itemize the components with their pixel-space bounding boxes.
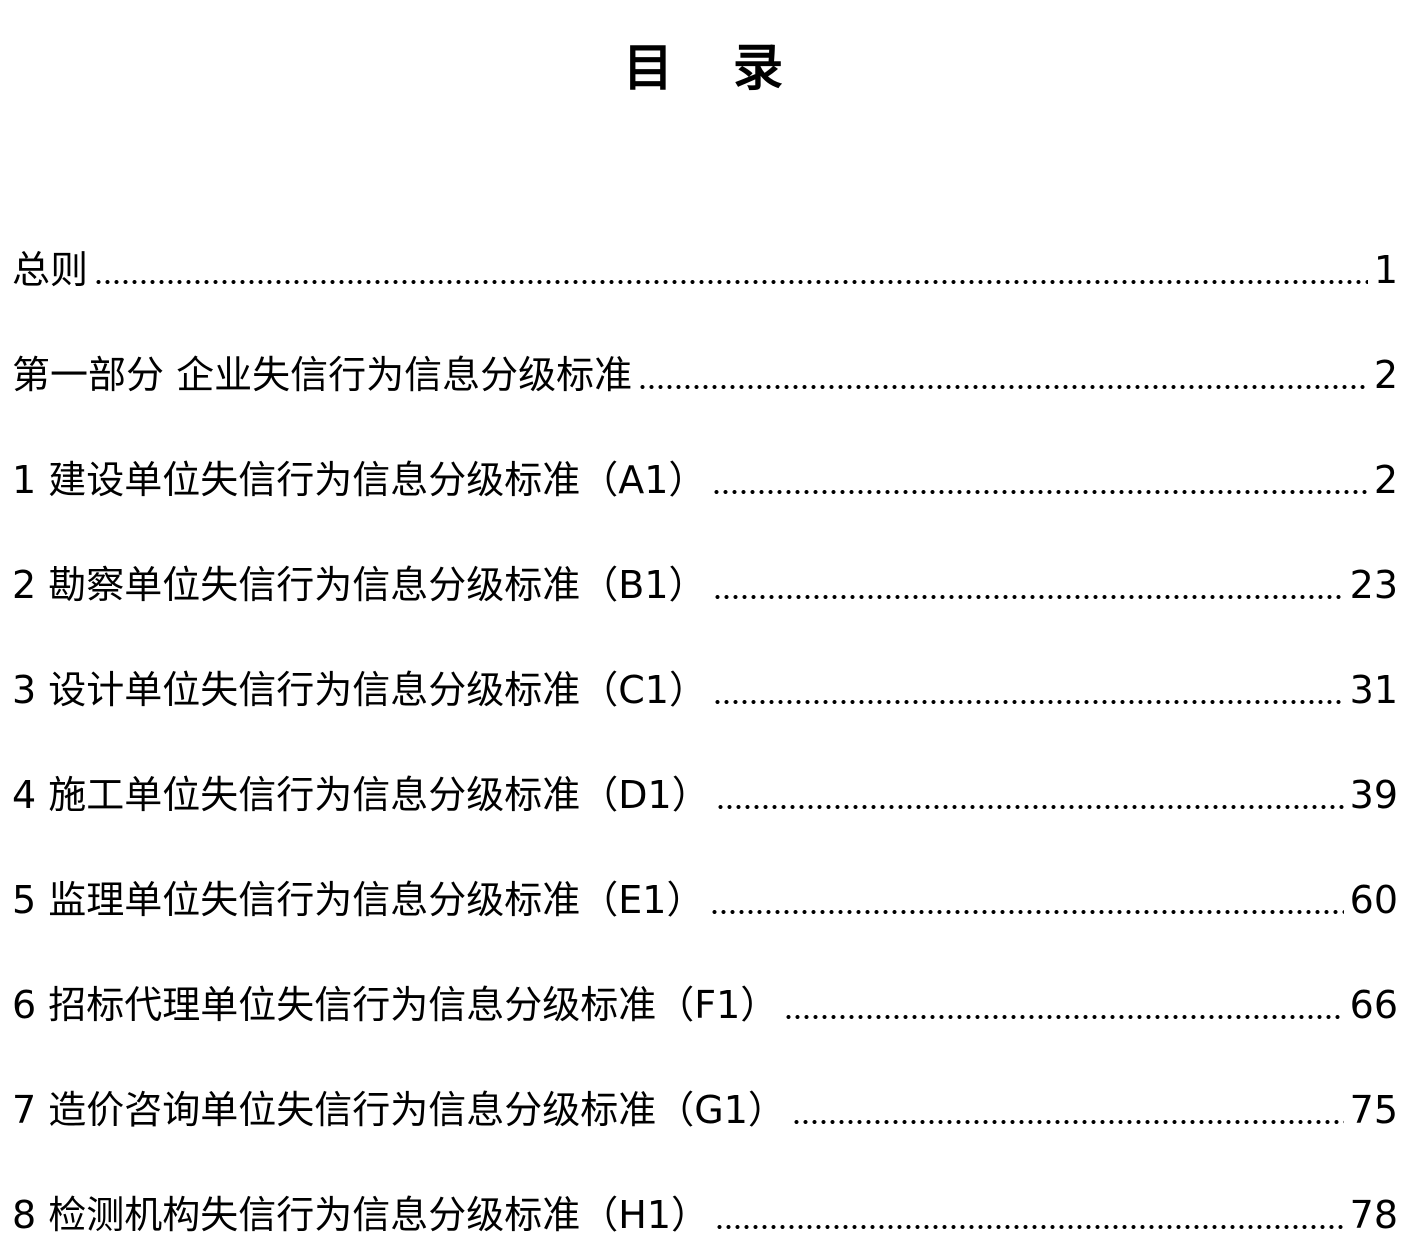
toc-entry-label: 第一部分 企业失信行为信息分级标准 bbox=[12, 353, 633, 397]
toc-entry-page: 2 bbox=[1373, 458, 1398, 502]
toc-entry[interactable]: 6 招标代理单位失信行为信息分级标准（F1） 66 bbox=[12, 926, 1398, 1031]
dot-leader bbox=[712, 698, 1344, 706]
toc-entry-label: 1 建设单位失信行为信息分级标准（A1） bbox=[12, 458, 707, 502]
toc-entry-label: 7 造价咨询单位失信行为信息分级标准（G1） bbox=[12, 1088, 786, 1132]
toc-entry-page: 31 bbox=[1349, 668, 1398, 712]
toc-entry-label: 8 检测机构失信行为信息分级标准（H1） bbox=[12, 1193, 710, 1237]
page-title: 目录 bbox=[0, 28, 1406, 100]
toc-entry[interactable]: 4 施工单位失信行为信息分级标准（D1） 39 bbox=[12, 716, 1398, 821]
toc-entry-page: 1 bbox=[1373, 248, 1398, 292]
toc-entry[interactable]: 第一部分 企业失信行为信息分级标准 2 bbox=[12, 296, 1398, 401]
toc-entry-label: 3 设计单位失信行为信息分级标准（C1） bbox=[12, 668, 707, 712]
toc-entry[interactable]: 2 勘察单位失信行为信息分级标准（B1） 23 bbox=[12, 506, 1398, 611]
toc-entry-page: 60 bbox=[1349, 878, 1398, 922]
toc-entry[interactable]: 8 检测机构失信行为信息分级标准（H1） 78 bbox=[12, 1136, 1398, 1241]
toc-entry-page: 39 bbox=[1349, 773, 1398, 817]
dot-leader bbox=[715, 1223, 1344, 1231]
dot-leader bbox=[791, 1118, 1344, 1126]
dot-leader bbox=[712, 593, 1344, 601]
toc-entry[interactable]: 总则 1 bbox=[12, 244, 1398, 296]
toc-entry[interactable]: 3 设计单位失信行为信息分级标准（C1） 31 bbox=[12, 611, 1398, 716]
toc-entry-page: 78 bbox=[1349, 1193, 1398, 1237]
toc-entry[interactable]: 1 建设单位失信行为信息分级标准（A1） 2 bbox=[12, 401, 1398, 506]
dot-leader bbox=[94, 278, 1368, 286]
title-char: 录 bbox=[733, 38, 783, 97]
dot-leader bbox=[784, 1013, 1344, 1021]
toc-entry-label: 5 监理单位失信行为信息分级标准（E1） bbox=[12, 878, 705, 922]
toc-entry-label: 总则 bbox=[12, 248, 89, 292]
toc-entry-page: 66 bbox=[1349, 983, 1398, 1027]
dot-leader bbox=[712, 488, 1368, 496]
toc-entry-page: 23 bbox=[1349, 563, 1398, 607]
toc-entry-label: 2 勘察单位失信行为信息分级标准（B1） bbox=[12, 563, 707, 607]
title-char: 目 bbox=[623, 38, 673, 97]
dot-leader bbox=[710, 908, 1344, 916]
toc-entry-label: 6 招标代理单位失信行为信息分级标准（F1） bbox=[12, 983, 779, 1027]
toc-entry[interactable]: 7 造价咨询单位失信行为信息分级标准（G1） 75 bbox=[12, 1031, 1398, 1136]
table-of-contents: 总则 1 第一部分 企业失信行为信息分级标准 2 1 建设单位失信行为信息分级标准（… bbox=[12, 244, 1398, 1241]
toc-entry-label: 4 施工单位失信行为信息分级标准（D1） bbox=[12, 773, 710, 817]
toc-entry-page: 2 bbox=[1373, 353, 1398, 397]
toc-entry[interactable]: 5 监理单位失信行为信息分级标准（E1） 60 bbox=[12, 821, 1398, 926]
toc-entry-page: 75 bbox=[1349, 1088, 1398, 1132]
dot-leader bbox=[638, 383, 1368, 391]
dot-leader bbox=[715, 803, 1344, 811]
